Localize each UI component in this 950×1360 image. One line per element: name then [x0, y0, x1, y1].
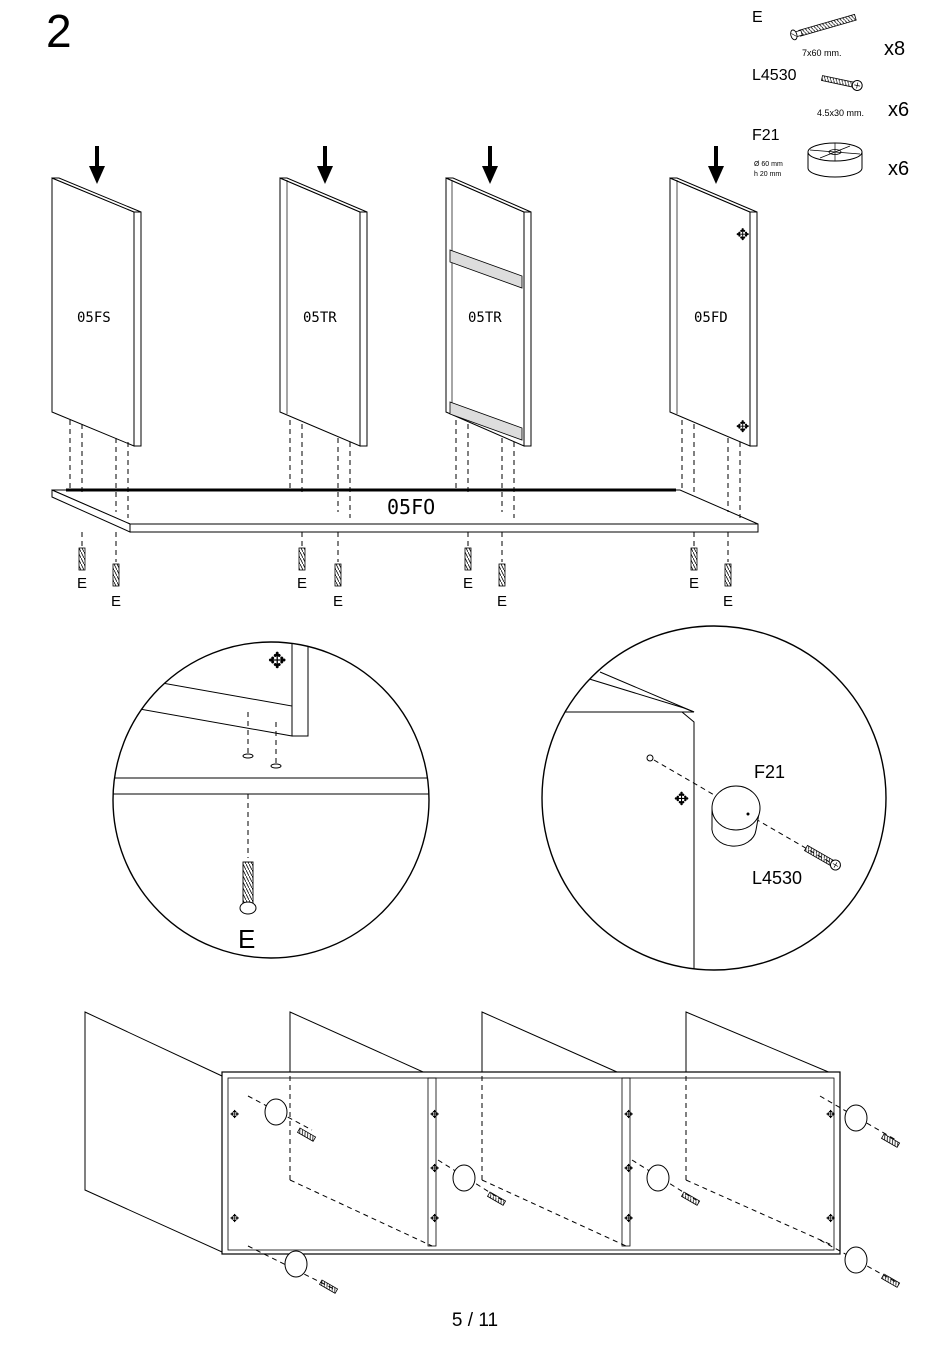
- page-number: 5 / 11: [0, 1310, 950, 1332]
- panel-label-4: 05FD: [694, 310, 728, 326]
- panel-05tr-runners: 05TR: [446, 178, 531, 446]
- screw-label: E: [689, 575, 699, 592]
- svg-text:✥: ✥: [230, 1109, 239, 1121]
- svg-text:✥: ✥: [624, 1109, 633, 1121]
- screw-label: E: [77, 575, 87, 592]
- svg-text:✥: ✥: [624, 1163, 633, 1175]
- screw-label: E: [723, 593, 733, 610]
- board-label: 05FO: [387, 495, 435, 519]
- short-screw-icon: [821, 73, 863, 91]
- panel-label-1: 05FS: [77, 310, 111, 326]
- screw-label: E: [111, 593, 121, 610]
- parts-list: E 7x60 mm. x8 L4530 4.5x30 mm. x6 F21 Ø …: [752, 9, 909, 180]
- detail-short-screw-label: L4530: [752, 868, 802, 888]
- panel-assembly: 05FO 05FS 05TR: [52, 146, 758, 610]
- short-screw-icon: [804, 844, 843, 872]
- panel-label-3: 05TR: [468, 310, 502, 326]
- part-code-l4530: L4530: [752, 67, 797, 84]
- panel-05tr-left: 05TR: [280, 178, 367, 446]
- cam-connector-icon: ✥: [736, 227, 749, 244]
- cabinet-underside-view: ✥ ✥ ✥ ✥ ✥ ✥ ✥ ✥ ✥ ✥: [85, 1012, 900, 1293]
- base-board-05fo: 05FO: [52, 490, 758, 532]
- detail-circle-foot: ✥ F21 L4530: [542, 626, 886, 980]
- foot-pad-icon: [808, 143, 862, 177]
- panel-05fs: 05FS: [52, 178, 141, 446]
- part-size-l4530: 4.5x30 mm.: [817, 108, 864, 118]
- screw-icon: [243, 862, 253, 904]
- svg-text:✥: ✥: [230, 1213, 239, 1225]
- cam-connector-icon: ✥: [736, 419, 749, 436]
- svg-text:✥: ✥: [430, 1109, 439, 1121]
- screw-icon: [79, 548, 731, 586]
- part-qty-e: x8: [884, 38, 905, 60]
- svg-text:✥: ✥: [826, 1109, 835, 1121]
- cam-connector-icon: ✥: [674, 789, 689, 809]
- part-qty-f21: x6: [888, 158, 909, 180]
- screw-label: E: [497, 593, 507, 610]
- cam-connector-icon: ✥: [268, 648, 286, 673]
- svg-text:✥: ✥: [430, 1213, 439, 1225]
- part-qty-l4530: x6: [888, 99, 909, 121]
- svg-text:✥: ✥: [430, 1163, 439, 1175]
- detail-screw-label: E: [238, 924, 255, 954]
- detail-circle-screw: ✥ E: [100, 640, 440, 958]
- part-size-f21-height: h 20 mm: [754, 171, 781, 178]
- screw-icon: [790, 12, 857, 40]
- part-size-e: 7x60 mm.: [802, 48, 842, 58]
- screw-label: E: [463, 575, 473, 592]
- down-arrow-icon: [89, 146, 724, 184]
- svg-text:✥: ✥: [624, 1213, 633, 1225]
- svg-text:✥: ✥: [826, 1213, 835, 1225]
- part-code-f21: F21: [752, 127, 780, 144]
- part-code-e: E: [752, 9, 763, 26]
- foot-pad-icon: [712, 786, 760, 846]
- part-size-f21-diameter: Ø 60 mm: [754, 161, 783, 168]
- panel-label-2: 05TR: [303, 310, 337, 326]
- panel-05fd: 05FD ✥ ✥: [670, 178, 757, 446]
- detail-foot-label: F21: [754, 762, 785, 782]
- screw-label: E: [333, 593, 343, 610]
- screw-label: E: [297, 575, 307, 592]
